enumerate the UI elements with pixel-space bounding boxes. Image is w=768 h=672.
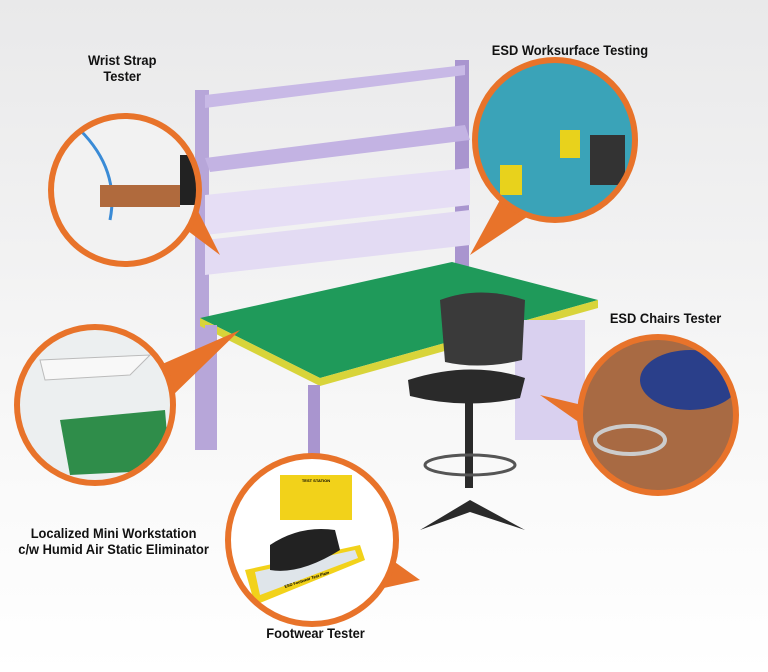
label-line: c/w Humid Air Static Eliminator [18,541,209,557]
mini-workstation-photo [14,324,176,486]
footwear-tester-photo: TEST STATION ESD Footwear Test Plate [225,453,399,627]
wrist-strap-tester-label: Wrist Strap Tester [88,52,156,84]
worksurface-testing-label: ESD Worksurface Testing [491,42,649,58]
wrist-strap-tester-photo [48,113,202,267]
chairs-tester-photo [577,334,739,496]
label-line: Tester [103,68,142,84]
footwear-tester-label: Footwear Tester [266,625,365,641]
label-line: Localized Mini Workstation [30,525,197,541]
worksurface-testing-photo [472,57,638,223]
chairs-tester-label: ESD Chairs Tester [609,310,722,326]
test-station-sign: TEST STATION [302,478,330,483]
label-line: Wrist Strap [87,52,157,68]
esd-chair [408,292,525,530]
mini-workstation-label: Localized Mini Workstation c/w Humid Air… [18,525,209,557]
